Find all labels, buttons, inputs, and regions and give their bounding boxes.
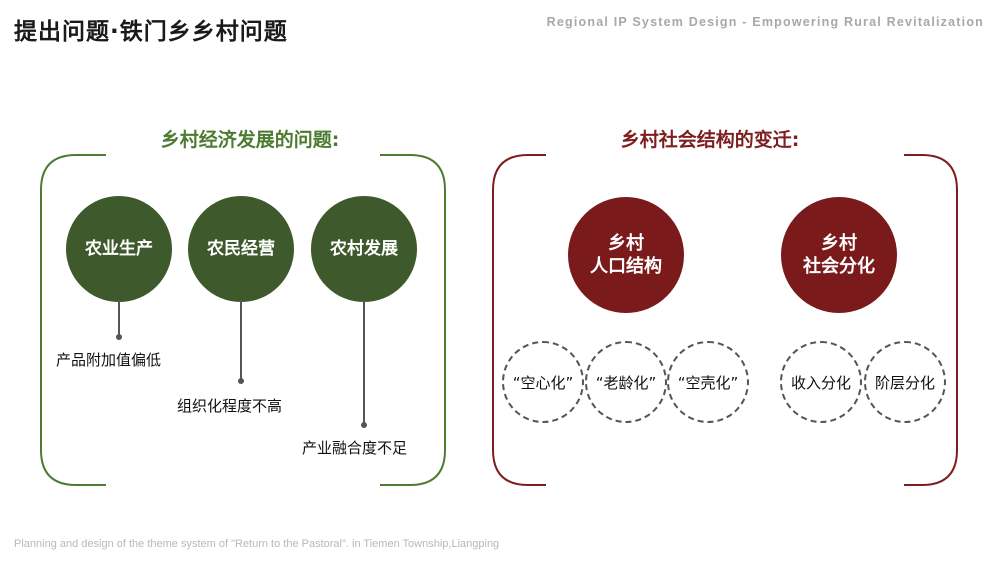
problem-label-value-added: 产品附加值偏低 — [56, 351, 162, 369]
problem-label-integration: 产业融合度不足 — [302, 439, 408, 457]
class-differentiation-circle: 阶层分化 — [864, 341, 946, 423]
stem-line — [363, 300, 365, 424]
population-structure-line2: 人口结构 — [590, 256, 662, 277]
empty-shell-label: “空壳化” — [677, 373, 739, 392]
agriculture-production-label: 农业生产 — [85, 238, 153, 259]
income-differentiation-circle: 收入分化 — [780, 341, 862, 423]
green-bracket-frame — [40, 154, 446, 486]
social-structure-heading: 乡村社会结构的变迁: — [620, 129, 800, 151]
economic-problems-heading: 乡村经济发展的问题: — [160, 129, 340, 151]
aging-label: “老龄化” — [595, 373, 657, 392]
social-structure-frame — [488, 150, 962, 490]
stem-line — [118, 300, 120, 336]
income-differentiation-label: 收入分化 — [790, 373, 851, 392]
hollowing-circle: “空心化” — [502, 341, 584, 423]
social-differentiation-line2: 社会分化 — [803, 256, 875, 277]
social-differentiation-line1: 乡村 — [821, 232, 857, 254]
population-structure-line1: 乡村 — [608, 232, 644, 254]
problem-label-organization: 组织化程度不高 — [177, 397, 283, 415]
stem-dot — [116, 334, 122, 340]
aging-circle: “老龄化” — [585, 341, 667, 423]
header-tagline: Regional IP System Design - Empowering R… — [546, 15, 984, 29]
rural-development-label: 农村发展 — [330, 238, 398, 259]
stem-dot — [361, 422, 367, 428]
agriculture-production-circle: 农业生产 — [66, 196, 172, 302]
farmer-operation-circle: 农民经营 — [188, 196, 294, 302]
hollowing-label: “空心化” — [512, 373, 574, 392]
stem-line — [240, 300, 242, 380]
footer-caption: Planning and design of the theme system … — [14, 538, 500, 550]
farmer-operation-label: 农民经营 — [207, 238, 275, 259]
red-bracket-frame — [492, 154, 958, 486]
population-structure-circle: 乡村 人口结构 — [568, 197, 684, 313]
class-differentiation-label: 阶层分化 — [874, 373, 935, 392]
rural-development-circle: 农村发展 — [311, 196, 417, 302]
empty-shell-circle: “空壳化” — [667, 341, 749, 423]
stem-dot — [238, 378, 244, 384]
page-title: 提出问题·铁门乡乡村问题 — [14, 19, 288, 45]
economic-problems-frame — [36, 150, 450, 490]
social-differentiation-circle: 乡村 社会分化 — [781, 197, 897, 313]
